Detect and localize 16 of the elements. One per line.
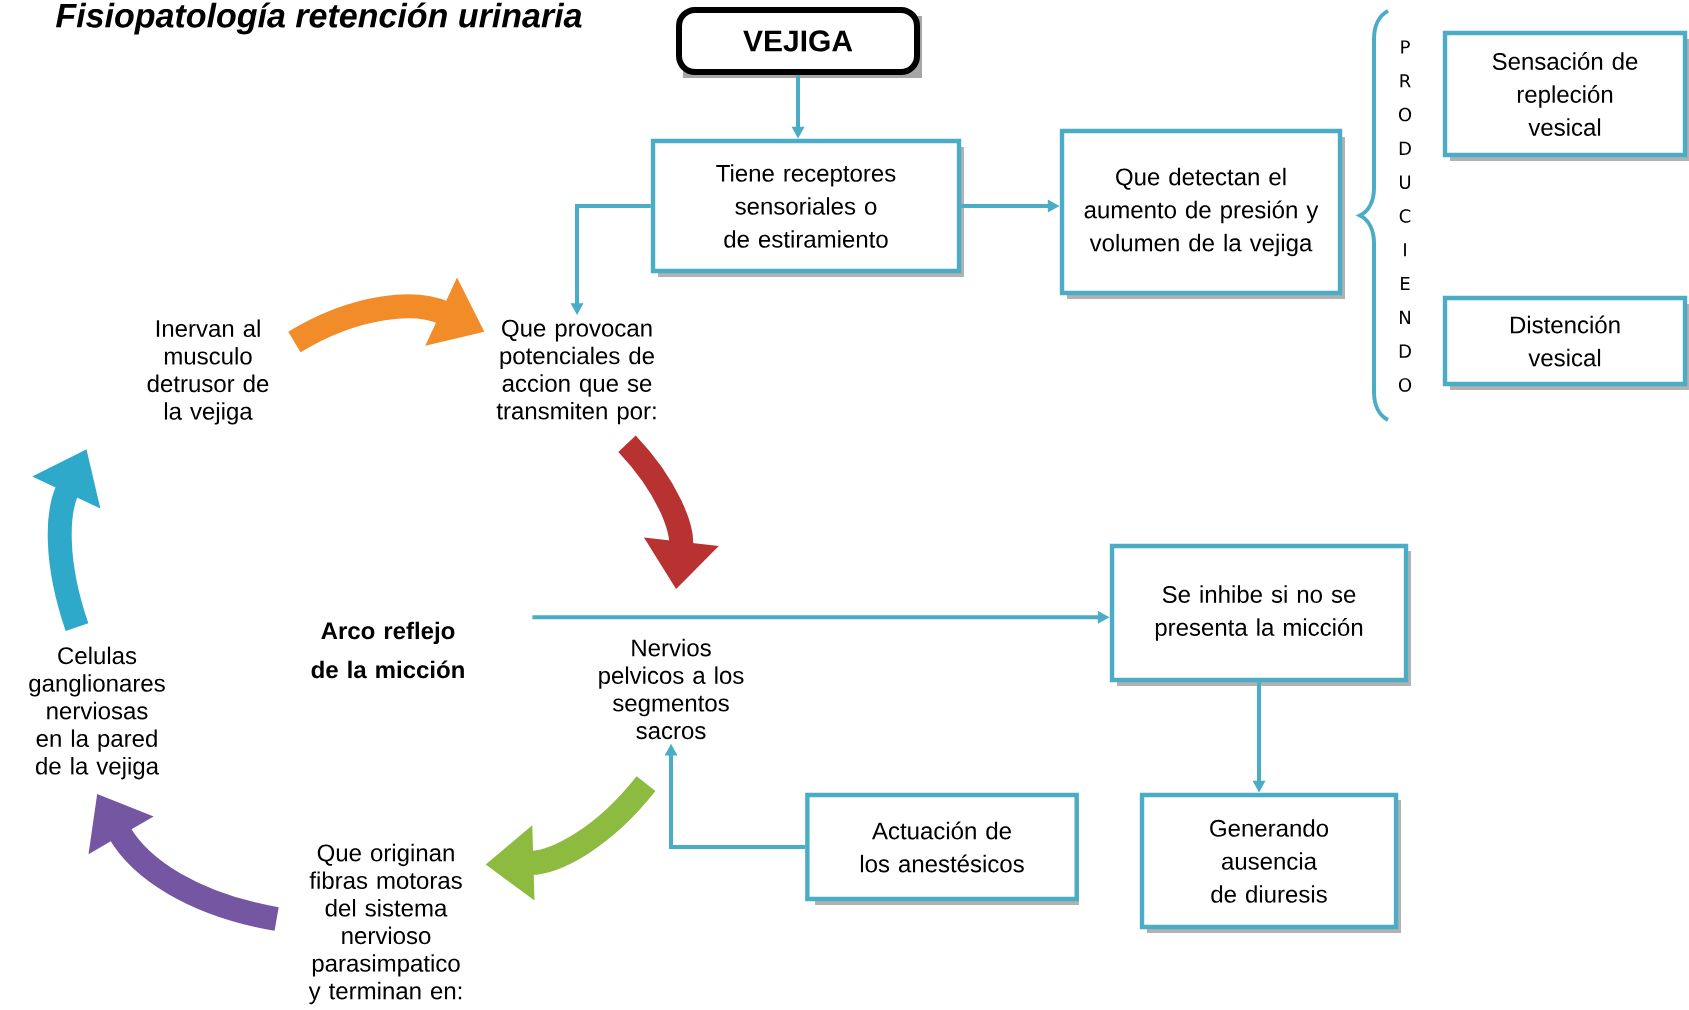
- process-box: Distención vesical: [1442, 295, 1689, 390]
- vertical-label: PRODUCIENDO: [1398, 40, 1412, 392]
- step-text: Que provocan potenciales de accion que se transmiten por:: [496, 319, 656, 425]
- process-box: Que detectan el aumento de presión y volumen de la vejiga: [1059, 128, 1345, 299]
- step-text: Que originan fibras motoras del sistema nervioso parasimpatico y terminan en:: [308, 843, 462, 1005]
- heading-text: Arco reflejo de la micción: [311, 621, 464, 679]
- title-box: VEJIGA: [676, 7, 922, 78]
- process-box: Tiene receptores sensoriales o de estiramiento: [650, 138, 964, 277]
- process-box: Se inhibe si no se presenta la micción: [1109, 543, 1411, 686]
- step-text: Nervios pelvicos a los segmentos sacros: [599, 638, 744, 740]
- process-box: Generando ausencia de diuresis: [1139, 792, 1401, 933]
- step-text: Celulas ganglionares nerviosas en la pared de la vejiga: [29, 646, 165, 780]
- title: Fisiopatología retención urinaria: [56, 2, 582, 35]
- step-text: Inervan al musculo detrusor de la vejiga: [147, 319, 269, 425]
- process-box: Actuación de los anestésicos: [805, 792, 1079, 905]
- process-box: Sensación de repleción vesical: [1442, 30, 1689, 161]
